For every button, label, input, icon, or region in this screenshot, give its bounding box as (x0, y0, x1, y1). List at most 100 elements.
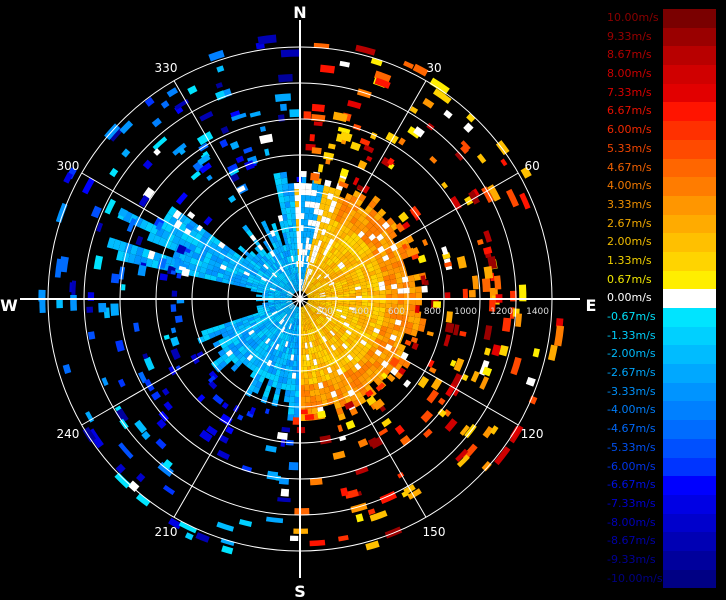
echo-bin (293, 324, 296, 331)
echo-bin (317, 164, 324, 173)
echo-bin (331, 255, 338, 262)
echo-bin (235, 333, 243, 340)
echo-bin (384, 284, 392, 291)
echo-bin (343, 226, 351, 235)
echo-bin (293, 255, 297, 262)
echo-bin (355, 255, 363, 262)
echo-bin (374, 268, 382, 275)
echo-bin (328, 238, 334, 246)
legend-entry: -6.00m/s (605, 457, 726, 477)
echo-bin (367, 508, 376, 516)
echo-bin (170, 270, 177, 275)
echo-bin (320, 322, 326, 329)
echo-bin (308, 309, 314, 315)
echo-bin (264, 330, 271, 337)
echo-bin (466, 113, 476, 123)
echo-bin (308, 268, 312, 275)
echo-bin (326, 324, 333, 331)
echo-bin (331, 275, 339, 280)
echo-bin (334, 234, 341, 242)
legend-swatch (663, 364, 716, 383)
echo-bin (302, 348, 306, 355)
legend-entry: 5.33m/s (605, 139, 726, 159)
echo-bin (259, 324, 266, 331)
echo-bin (272, 342, 278, 349)
echo-bin (285, 322, 290, 329)
echo-bin (325, 243, 331, 251)
echo-bin (275, 337, 281, 344)
echo-bin (96, 222, 104, 233)
echo-bin (282, 189, 290, 197)
echo-bin (294, 348, 298, 355)
echo-bin (309, 134, 315, 142)
echo-bin (322, 242, 329, 250)
echo-bin (319, 203, 326, 211)
echo-bin (322, 380, 329, 388)
echo-bin (275, 288, 282, 292)
echo-bin (256, 294, 263, 298)
echo-bin (268, 333, 275, 340)
echo-bin (220, 248, 228, 256)
echo-bin (336, 347, 343, 355)
echo-bin (459, 424, 470, 436)
echo-bin (387, 322, 395, 330)
echo-bin (336, 271, 344, 277)
echo-bin (335, 201, 343, 210)
echo-bin (261, 318, 269, 323)
echo-bin (390, 283, 398, 290)
echo-bin (330, 357, 337, 365)
echo-bin (264, 148, 270, 157)
echo-bin (304, 273, 307, 280)
echo-bin (227, 342, 236, 350)
echo-bin (267, 278, 274, 283)
echo-bin (319, 387, 326, 395)
echo-bin (313, 251, 318, 258)
echo-bin (280, 312, 286, 318)
echo-bin (290, 354, 295, 361)
echo-bin (288, 462, 299, 471)
echo-bin (304, 312, 308, 319)
echo-bin (303, 279, 307, 286)
echo-bin (391, 293, 398, 299)
echo-bin (250, 321, 257, 327)
echo-bin (281, 304, 288, 309)
echo-bin (309, 308, 315, 314)
echo-bin (385, 263, 394, 271)
echo-bin (355, 289, 362, 294)
compass-west: W (0, 296, 18, 315)
echo-bin (305, 243, 309, 250)
echo-bin (343, 305, 350, 310)
echo-bin (408, 310, 416, 318)
echo-bin (343, 219, 351, 227)
echo-bin (343, 288, 350, 293)
echo-bin (362, 255, 370, 262)
echo-bin (444, 261, 453, 268)
legend-entry: 10.00m/s (605, 9, 726, 28)
echo-bin (135, 235, 144, 246)
echo-bin (334, 214, 342, 223)
echo-bin (230, 336, 238, 343)
echo-bin (286, 300, 293, 302)
echo-bin (289, 304, 295, 309)
echo-bin (376, 233, 385, 242)
echo-bin (262, 240, 269, 248)
echo-bin (332, 342, 340, 350)
echo-bin (282, 333, 287, 341)
echo-bin (365, 540, 380, 551)
echo-bin (322, 355, 328, 363)
echo-bin (314, 265, 319, 272)
echo-bin (269, 317, 276, 323)
echo-bin (360, 356, 369, 365)
echo-bin (168, 216, 178, 226)
echo-bin (323, 308, 330, 313)
echo-bin (207, 375, 216, 384)
legend-swatch (663, 457, 716, 477)
echo-bin (346, 338, 353, 345)
echo-bin (325, 293, 332, 297)
echo-bin (301, 267, 304, 274)
echo-bin (317, 259, 322, 267)
echo-bin (354, 227, 362, 236)
echo-bin (264, 271, 271, 277)
